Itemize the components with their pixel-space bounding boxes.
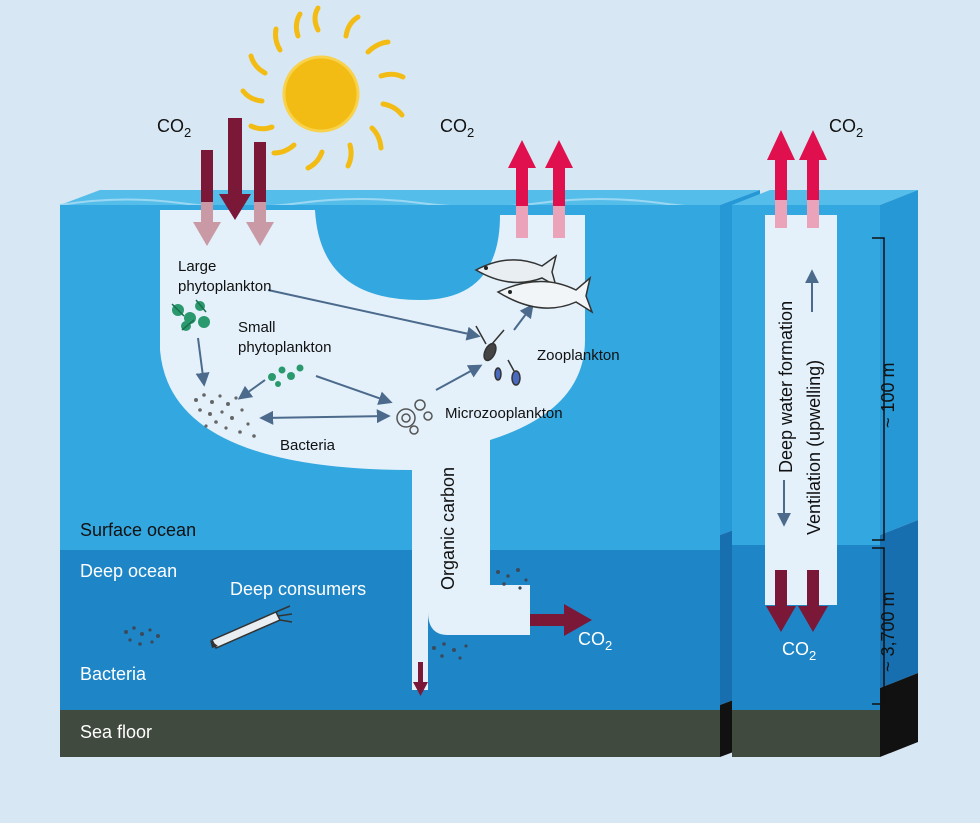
arrow-large-phyto-to-zooplankton	[267, 289, 481, 341]
svg-text:CO2: CO2	[440, 116, 474, 140]
depth-scale	[872, 237, 885, 705]
side-ocean-block	[732, 190, 918, 757]
upwelling-co2-arrows	[767, 130, 827, 228]
label-depth-3700m: ~ 3,700 m	[878, 591, 898, 672]
co2-release-arrows	[508, 140, 573, 238]
zooplankton-icon	[475, 325, 521, 386]
small-phytoplankton-icon	[268, 364, 304, 387]
label-surface-ocean: Surface ocean	[80, 520, 196, 540]
carbon-sinking-arrow	[413, 662, 428, 696]
label-organic-carbon: Organic carbon	[438, 467, 458, 590]
label-deep-water-formation: Deep water formation	[776, 301, 796, 473]
svg-text:CO2: CO2	[782, 639, 816, 663]
arrow-small-phyto-to-bacteria	[237, 379, 266, 400]
label-microzooplankton: Microzooplankton	[445, 405, 563, 422]
arrow-microzoo-to-zooplankton	[435, 364, 483, 391]
label-large-phytoplankton-line2: phytoplankton	[178, 278, 271, 295]
label-sea-floor: Sea floor	[80, 722, 152, 742]
label-large-phytoplankton-line1: Large	[178, 258, 216, 275]
fish-icon	[474, 254, 594, 314]
side-block-right-face-floor	[880, 673, 918, 757]
arrow-small-phyto-to-microzoo	[315, 375, 393, 405]
co2-label-atmosphere-left: CO2	[157, 116, 191, 140]
svg-text:CO2: CO2	[829, 116, 863, 140]
label-deep-consumers: Deep consumers	[230, 579, 366, 599]
sun-icon	[240, 5, 406, 171]
deep-co2-outflow-arrow	[530, 604, 592, 636]
co2-uptake-arrows	[193, 118, 274, 246]
surface-waves	[59, 198, 721, 209]
microzooplankton-icon	[396, 399, 433, 435]
label-zooplankton: Zooplankton	[537, 347, 620, 364]
surface-bacteria-icon	[194, 393, 256, 438]
food-web-arrows	[195, 269, 819, 527]
co2-label-atmosphere-center: CO2	[440, 116, 474, 140]
side-block-right-face	[880, 190, 918, 535]
arrow-bacteria-microzoo-exchange	[259, 409, 391, 425]
label-depth-100m: ~ 100 m	[878, 362, 898, 428]
large-phytoplankton-icon	[171, 299, 210, 331]
label-small-phytoplankton-line2: phytoplankton	[238, 339, 331, 356]
label-small-phytoplankton-line1: Small	[238, 319, 276, 336]
co2-label-atmosphere-right: CO2	[829, 116, 863, 140]
arrow-large-phyto-to-bacteria	[195, 337, 210, 387]
deep-bacteria-icon	[124, 568, 528, 660]
vertical-mixing-channel	[765, 215, 837, 605]
side-floor-layer	[732, 710, 880, 757]
label-ventilation-upwelling: Ventilation (upwelling)	[804, 360, 824, 535]
deep-ocean-layer	[60, 550, 720, 710]
svg-text:CO2: CO2	[157, 116, 191, 140]
arrow-zooplankton-to-fish	[513, 303, 534, 331]
sea-floor-layer	[60, 710, 720, 757]
deep-water-co2-arrows	[766, 570, 828, 632]
main-ocean-block	[59, 190, 760, 757]
co2-label-deep-water: CO2	[782, 639, 816, 663]
side-block-right-face-deep	[880, 520, 918, 688]
label-deep-ocean: Deep ocean	[80, 561, 177, 581]
squid-icon	[210, 605, 293, 649]
svg-text:CO2: CO2	[578, 629, 612, 653]
label-bacteria-deep: Bacteria	[80, 664, 147, 684]
co2-label-deep-outflow: CO2	[578, 629, 612, 653]
label-bacteria-surface: Bacteria	[280, 437, 336, 454]
